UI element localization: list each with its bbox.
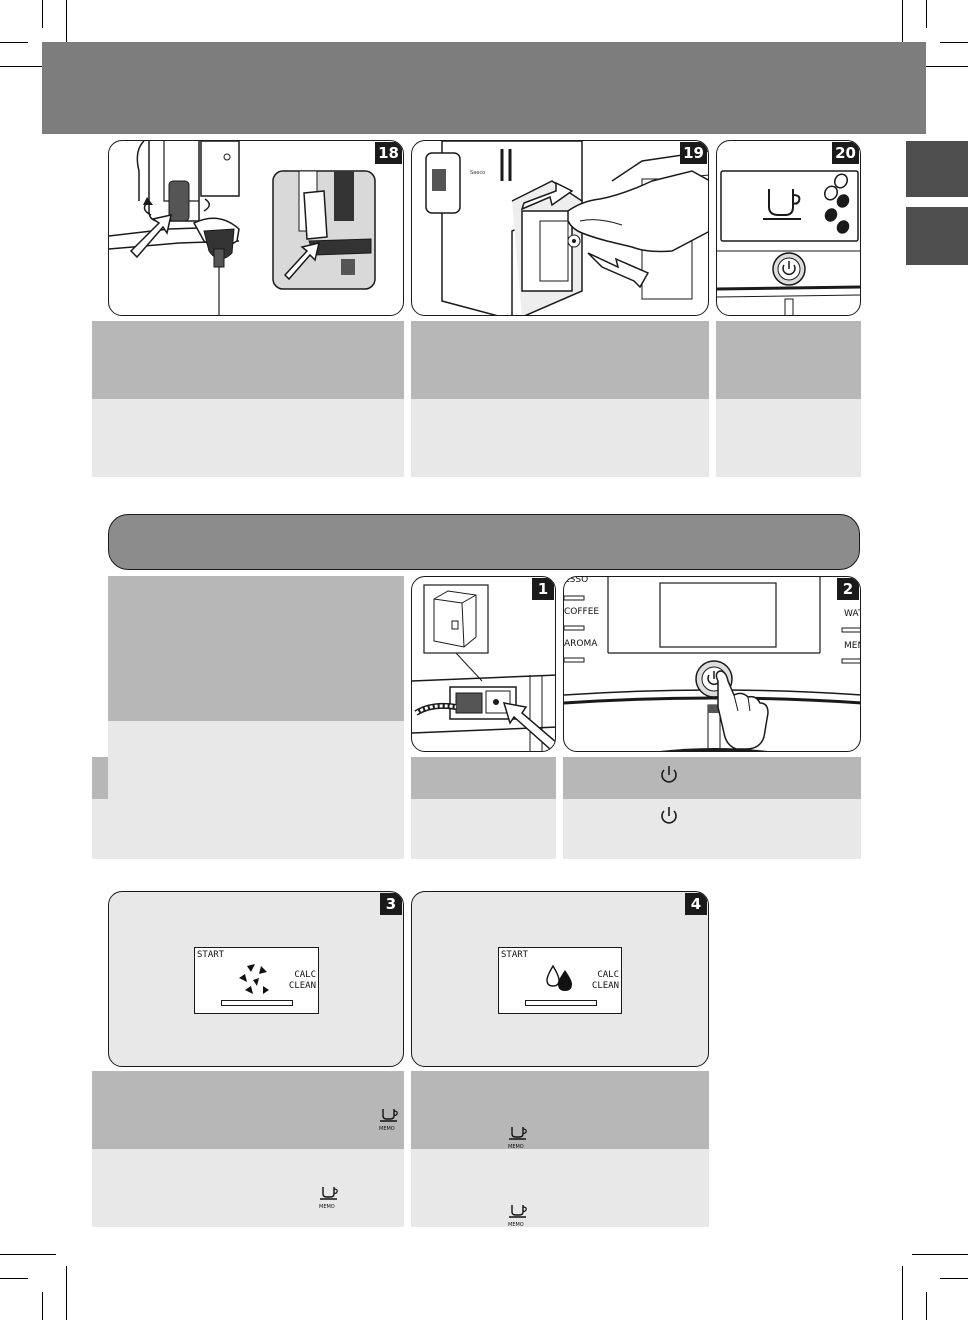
coffee-cup-icon xyxy=(763,189,801,220)
progress-bar xyxy=(525,1000,597,1006)
display-clean-label: CLEAN xyxy=(288,981,316,991)
crop-mark xyxy=(66,0,67,56)
memo-cup-icon: MEMO xyxy=(379,1109,398,1132)
memo-cup-icon: MEMO xyxy=(508,1205,527,1228)
display-calc-label: CALC xyxy=(597,970,619,980)
memo-cup-icon: MEMO xyxy=(508,1127,527,1150)
instruction-band xyxy=(716,321,861,399)
power-icon xyxy=(661,766,677,783)
instruction-band xyxy=(92,1071,404,1149)
crop-mark xyxy=(902,0,903,56)
step-number: 4 xyxy=(685,893,707,915)
crop-mark xyxy=(926,1292,927,1320)
crop-mark xyxy=(0,1254,56,1255)
instruction-band xyxy=(411,1071,709,1149)
crop-mark xyxy=(66,1266,67,1320)
crop-mark xyxy=(0,66,56,67)
intro-band xyxy=(108,721,404,799)
svg-text:MEMO: MEMO xyxy=(508,1222,524,1228)
drop-icon xyxy=(546,964,572,991)
display-screen: START CALC CLEAN xyxy=(194,947,319,1014)
illustration-step-1: 1 xyxy=(411,576,556,752)
display-start-label: START xyxy=(197,950,225,960)
illustration-step-4: START CALC CLEAN 4 xyxy=(411,891,709,1067)
milk-dispenser-illustration xyxy=(109,141,376,315)
crop-mark xyxy=(912,66,968,67)
instruction-band xyxy=(92,1149,404,1227)
intro-band xyxy=(108,576,404,721)
instruction-band xyxy=(92,757,108,799)
step-number: 1 xyxy=(532,578,554,600)
button-label-left: AROMA xyxy=(564,639,598,649)
instruction-band xyxy=(411,399,709,477)
step-number: 18 xyxy=(375,142,402,164)
step-number: 20 xyxy=(832,142,859,164)
main-switch-illustration xyxy=(412,584,555,751)
instruction-band xyxy=(563,799,861,859)
coffee-bean-icon xyxy=(823,173,850,234)
crop-mark xyxy=(940,42,968,43)
svg-text:MEMO: MEMO xyxy=(319,1204,335,1210)
crop-mark xyxy=(926,0,927,28)
step-number: 3 xyxy=(380,893,402,915)
illustration-step-20: 20 xyxy=(716,140,861,316)
svg-text:Saeco: Saeco xyxy=(470,170,485,176)
hand-icon xyxy=(715,670,769,750)
language-tab-active[interactable] xyxy=(906,141,968,197)
instruction-band xyxy=(411,1149,709,1227)
memo-cup-icon: MEMO xyxy=(319,1187,338,1210)
illustration-step-19: Saeco 19 xyxy=(411,140,709,316)
button-label-left: ESSO xyxy=(564,576,589,585)
display-calc-label: CALC xyxy=(294,970,316,980)
instruction-band xyxy=(563,757,861,799)
power-on-illustration xyxy=(564,577,860,751)
button-label-left: COFFEE xyxy=(564,607,600,617)
arrow-icon xyxy=(502,702,555,750)
instruction-band xyxy=(411,757,556,799)
crop-mark xyxy=(0,1278,28,1279)
crop-mark xyxy=(0,42,28,43)
instruction-band xyxy=(92,321,404,399)
display-screen: START CALC CLEAN xyxy=(498,947,622,1014)
page-header-band xyxy=(42,42,926,134)
instruction-band xyxy=(92,799,404,859)
control-panel-illustration xyxy=(717,170,860,315)
brew-group-illustration: Saeco xyxy=(425,141,708,315)
instruction-band xyxy=(716,399,861,477)
section-title-bar xyxy=(108,514,860,570)
button-label-right: MEN xyxy=(844,641,860,651)
illustration-step-3: START CALC CLEAN 3 xyxy=(108,891,404,1067)
arrow-icon xyxy=(129,214,172,259)
crop-mark xyxy=(42,0,43,28)
button-label-right: WAT xyxy=(844,609,860,619)
power-icon xyxy=(661,807,677,824)
arrow-icon xyxy=(283,241,321,281)
crop-mark xyxy=(902,1266,903,1320)
progress-bar xyxy=(221,1000,293,1006)
crop-mark xyxy=(912,1254,968,1255)
rotating-arrows-icon xyxy=(239,964,269,994)
illustration-step-2: ESSO COFFEE AROMA WAT MEN 2 xyxy=(563,576,861,752)
svg-text:MEMO: MEMO xyxy=(379,1126,395,1132)
step-number: 2 xyxy=(837,578,859,600)
crop-mark xyxy=(940,1278,968,1279)
step-number: 19 xyxy=(680,142,707,164)
display-start-label: START xyxy=(501,950,529,960)
power-button xyxy=(772,252,806,286)
display-clean-label: CLEAN xyxy=(591,981,619,991)
crop-mark xyxy=(42,1292,43,1320)
instruction-band xyxy=(411,799,556,859)
illustration-step-18: 18 xyxy=(108,140,404,316)
hand-icon xyxy=(567,170,708,253)
arrow-icon xyxy=(520,181,650,289)
instruction-band xyxy=(411,321,709,399)
svg-text:MEMO: MEMO xyxy=(508,1144,524,1150)
instruction-band xyxy=(92,399,404,477)
language-tab[interactable] xyxy=(906,207,968,265)
